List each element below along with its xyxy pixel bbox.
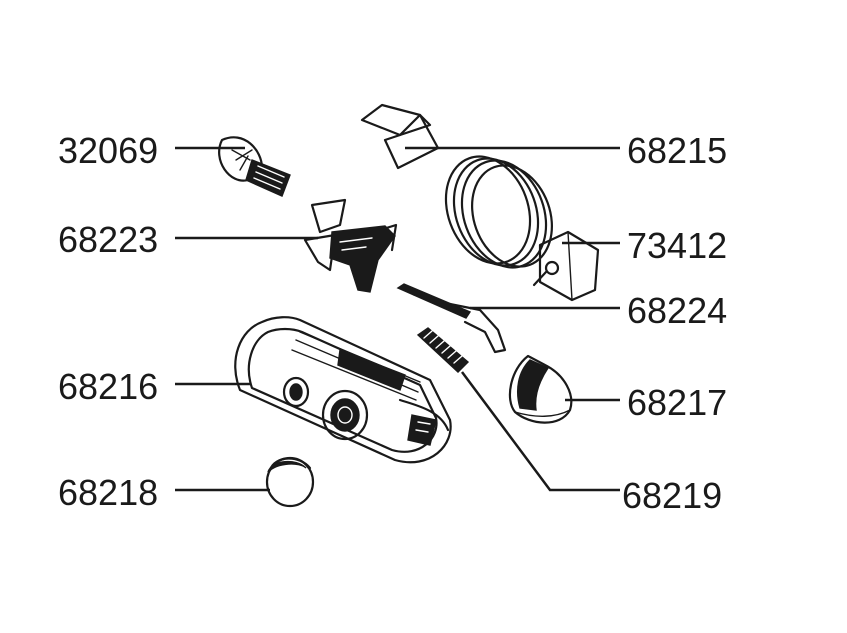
part-labels: 32069 68215 68223 73412 68224 68216 6821…: [58, 130, 727, 516]
housing-icon: [234, 316, 452, 464]
part-number-label: 68216: [58, 366, 158, 407]
part-number-label: 73412: [627, 225, 727, 266]
socket-icon: [303, 198, 398, 293]
leader-lines: [175, 146, 620, 492]
contact-icon: [396, 283, 507, 354]
spring-icon: [416, 327, 470, 373]
part-number-label: 68224: [627, 290, 727, 331]
lens-icon: [508, 354, 573, 424]
clip-icon: [360, 103, 440, 170]
part-number-label: 68223: [58, 219, 158, 260]
part-number-label: 68218: [58, 472, 158, 513]
part-number-label: 32069: [58, 130, 158, 171]
coil-icon: [444, 155, 600, 302]
part-number-label: 68217: [627, 382, 727, 423]
button-icon: [265, 456, 315, 508]
leader-spring: [460, 371, 620, 492]
part-number-label: 68215: [627, 130, 727, 171]
light-bulb-icon: [218, 136, 291, 197]
part-number-label: 68219: [622, 475, 722, 516]
